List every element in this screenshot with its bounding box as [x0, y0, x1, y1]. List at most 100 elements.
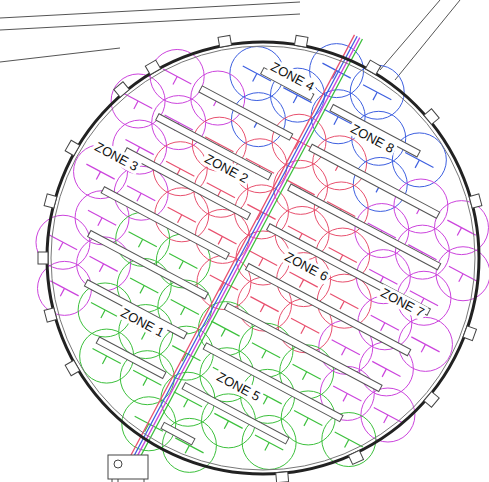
branch-pipe — [294, 410, 322, 425]
tank-wall — [47, 42, 479, 474]
branch-riser — [421, 344, 425, 352]
wall-tab — [44, 308, 57, 322]
branch-riser — [301, 326, 305, 334]
branch-riser — [102, 356, 106, 364]
branch-riser — [137, 193, 141, 201]
branch-riser — [181, 307, 185, 315]
branch-pipe — [291, 318, 319, 333]
branch-riser — [224, 421, 228, 429]
branch-pipe — [330, 294, 358, 309]
branch-pipe — [127, 186, 155, 201]
branch-pipe — [163, 69, 191, 84]
branch-pipe — [50, 281, 78, 296]
branch-riser — [260, 304, 264, 312]
wall-tab — [469, 194, 482, 208]
sump-line — [144, 479, 145, 482]
branch-riser — [98, 218, 102, 226]
branch-riser — [99, 264, 103, 272]
spray-radius — [398, 317, 452, 371]
sump — [108, 455, 148, 482]
branch-pipe — [169, 253, 197, 268]
wall-tab — [348, 450, 363, 464]
wall-tab — [114, 82, 130, 97]
branch-pipe — [332, 340, 360, 355]
branch-riser — [457, 228, 461, 236]
branch-riser — [173, 76, 177, 84]
branch-riser — [265, 442, 269, 450]
branch-riser — [381, 323, 385, 331]
branch-riser — [340, 301, 344, 309]
branch-riser — [221, 329, 225, 337]
branch-riser — [299, 280, 303, 288]
branch-riser — [459, 274, 463, 282]
branch-riser — [178, 215, 182, 223]
main-pipe-line — [127, 35, 355, 463]
branch-layer — [49, 63, 477, 453]
branch-pipe — [130, 278, 158, 293]
lateral-bar — [84, 280, 187, 339]
spray-radius — [436, 247, 489, 301]
branch-pipe — [405, 152, 433, 167]
branch-pipe — [293, 364, 321, 379]
wall-line — [0, 14, 300, 30]
branch-pipe — [129, 232, 157, 247]
branch-riser — [263, 396, 267, 404]
lateral-bar — [224, 303, 382, 391]
branch-pipe — [208, 229, 236, 244]
main-pipe-line — [132, 38, 360, 466]
branch-riser — [302, 372, 306, 380]
branch-pipe — [211, 321, 239, 336]
branch-riser — [304, 418, 308, 426]
branch-pipe — [49, 235, 77, 250]
main-pipe — [127, 35, 363, 467]
sump-box — [108, 455, 148, 479]
wall-tab — [44, 194, 57, 208]
branch-pipe — [411, 337, 439, 352]
wall-tab — [424, 392, 439, 408]
lateral-bars — [84, 68, 440, 445]
wall-tab — [463, 326, 477, 341]
lateral-bar — [161, 422, 195, 444]
branch-pipe — [371, 315, 399, 330]
lateral-bar — [330, 105, 420, 157]
tabs — [38, 35, 482, 482]
tank-wall-inner — [51, 46, 475, 470]
branch-pipe — [363, 85, 391, 100]
branch-riser — [415, 160, 419, 168]
branch-pipe — [447, 220, 475, 235]
branch-pipe — [250, 297, 278, 312]
branch-riser — [59, 242, 63, 250]
sump-line — [112, 479, 113, 482]
lateral-bar — [96, 337, 166, 379]
branch-riser — [343, 393, 347, 401]
wall-tab — [145, 60, 160, 75]
branch-pipe — [168, 207, 196, 222]
branch-riser — [259, 258, 263, 266]
branch-riser — [334, 117, 338, 125]
branch-riser — [138, 239, 142, 247]
branch-riser — [184, 399, 188, 407]
branch-riser — [293, 95, 297, 103]
wall-line — [0, 48, 120, 62]
feed-line — [395, 0, 460, 80]
branch-pipe — [449, 266, 477, 281]
sprinkler-layer — [36, 44, 489, 473]
branch-riser — [262, 350, 266, 358]
zone-label: ZONE 7 — [376, 283, 428, 320]
branch-riser — [96, 172, 100, 180]
wall-tab — [294, 35, 308, 47]
branch-riser — [185, 445, 189, 453]
spray-radius — [322, 413, 376, 467]
sump-valve — [114, 460, 122, 468]
sump-line — [118, 479, 119, 482]
branch-riser — [143, 378, 147, 386]
branch-riser — [101, 310, 105, 318]
branch-riser — [253, 74, 257, 82]
lateral-bar — [288, 184, 441, 270]
branch-pipe — [171, 300, 199, 315]
branch-pipe — [124, 93, 152, 108]
wall-tab — [65, 360, 80, 375]
branch-pipe — [86, 164, 114, 179]
branch-riser — [342, 347, 346, 355]
